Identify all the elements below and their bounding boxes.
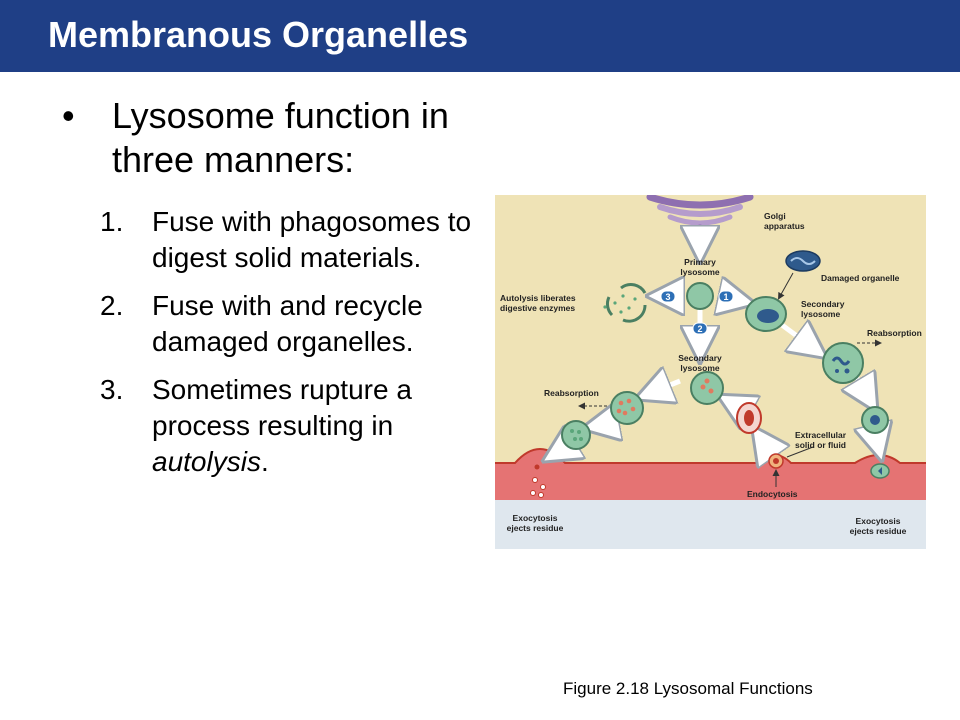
- step-badge-3: 3: [660, 290, 676, 303]
- label-primary-2: lysosome: [680, 267, 719, 277]
- list-item-suffix: .: [260, 446, 269, 477]
- list-item-number: 3.: [100, 374, 124, 405]
- label-exocytosis-right-1: Exocytosis: [856, 516, 901, 526]
- label-extracellular-1: Extracellular: [795, 430, 847, 440]
- slide-title: Membranous Organelles: [48, 14, 469, 55]
- label-autolysis-2: digestive enzymes: [500, 303, 575, 313]
- digesting-vesicle: [822, 342, 864, 384]
- damaged-organelle: [785, 250, 821, 272]
- label-exocytosis-right-2: ejects residue: [850, 526, 907, 536]
- primary-lysosome: [686, 282, 714, 310]
- list-item-number: 1.: [100, 206, 124, 237]
- list-item-text: Fuse with phagosomes to digest solid mat…: [152, 206, 472, 273]
- label-golgi-2: apparatus: [764, 221, 805, 231]
- list-item-text: Fuse with and recycle damaged organelles…: [152, 290, 423, 357]
- numbered-list: 1. Fuse with phagosomes to digest solid …: [100, 204, 480, 492]
- step-badge-2: 2: [692, 322, 708, 335]
- lysosome-left-lower: [561, 420, 591, 450]
- exocytosis-left-residue: [530, 464, 546, 498]
- list-item: 2. Fuse with and recycle damaged organel…: [100, 288, 480, 360]
- label-exocytosis-left-2: ejects residue: [507, 523, 564, 533]
- bullet-marker: •: [62, 95, 75, 136]
- extracellular-region: [495, 500, 926, 549]
- plasma-membrane: [495, 449, 926, 500]
- label-endocytosis: Endocytosis: [747, 489, 798, 499]
- label-secondary-center-1: Secondary: [678, 353, 722, 363]
- secondary-lysosome-center: [690, 371, 724, 405]
- autolysis-burst: [603, 283, 647, 323]
- list-item-emphasis: autolysis: [152, 446, 261, 477]
- title-bar: Membranous Organelles: [0, 0, 960, 72]
- step-3-label: 3: [665, 292, 670, 302]
- label-reabsorption-left: Reabsorption: [544, 388, 599, 398]
- bullet-heading: Lysosome function in three manners:: [112, 95, 449, 180]
- list-item-text-main: Sometimes rupture a process resulting in: [152, 374, 412, 441]
- exocytosis-right: [870, 463, 890, 479]
- label-golgi-1: Golgi: [764, 211, 786, 221]
- list-item: 1. Fuse with phagosomes to digest solid …: [100, 204, 480, 276]
- label-secondary-right-1: Secondary: [801, 299, 845, 309]
- list-item-number: 2.: [100, 290, 124, 321]
- residue-vesicle-right: [861, 406, 889, 434]
- endocytosis-pit: [768, 453, 784, 469]
- endocytic-vesicle: [736, 402, 762, 434]
- list-item: 3. Sometimes rupture a process resulting…: [100, 372, 480, 480]
- lysosome-left-upper: [610, 391, 644, 425]
- label-secondary-right-2: lysosome: [801, 309, 840, 319]
- secondary-lysosome-right: [745, 296, 787, 332]
- label-autolysis-1: Autolysis liberates: [500, 293, 576, 303]
- list-item-text: Sometimes rupture a process resulting in…: [152, 372, 480, 480]
- lysosome-figure: 1 2 3 Golgi apparatus Primary lysosome D…: [495, 193, 926, 549]
- label-extracellular-2: solid or fluid: [795, 440, 846, 450]
- step-badge-1: 1: [718, 290, 734, 303]
- label-primary-1: Primary: [684, 257, 716, 267]
- figure-caption: Figure 2.18 Lysosomal Functions: [563, 679, 813, 698]
- label-reabsorption-right: Reabsorption: [867, 328, 922, 338]
- label-damaged: Damaged organelle: [821, 273, 900, 283]
- label-secondary-center-2: lysosome: [680, 363, 719, 373]
- step-2-label: 2: [697, 324, 702, 334]
- label-exocytosis-left-1: Exocytosis: [513, 513, 558, 523]
- step-1-label: 1: [723, 292, 728, 302]
